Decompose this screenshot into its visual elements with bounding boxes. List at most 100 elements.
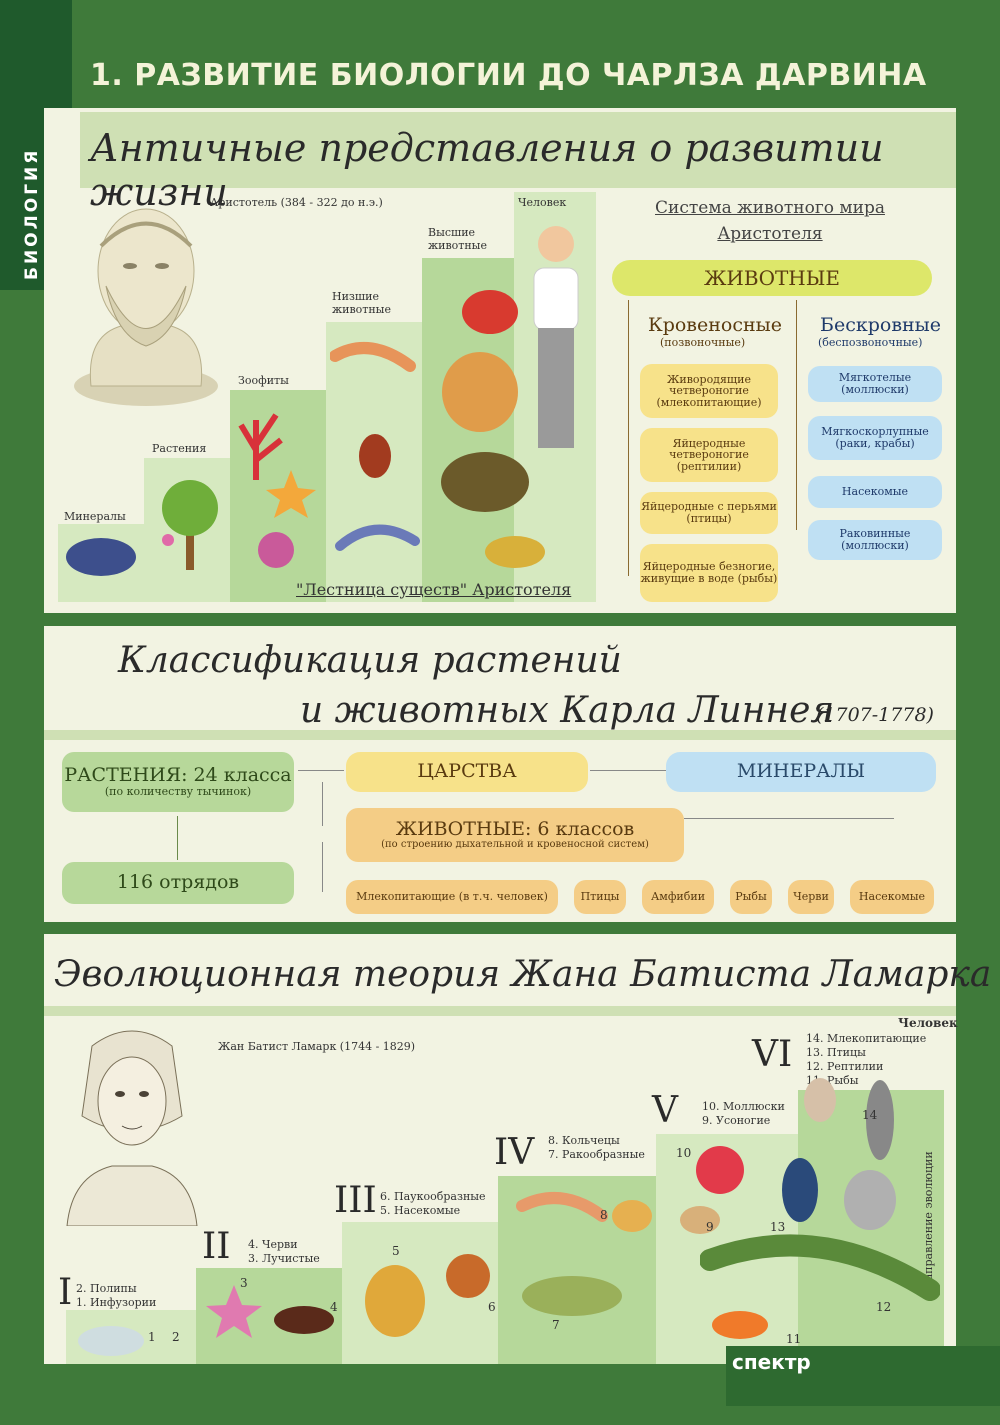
class-mammals: Млекопитающие (в т.ч. человек) — [346, 880, 558, 914]
level-III-roman: III — [334, 1180, 377, 1221]
level-II-roman: II — [202, 1226, 231, 1267]
specimen-number-11: 11 — [786, 1332, 802, 1346]
connector-kingdoms-minerals — [590, 770, 666, 771]
infusoria-illustration — [78, 1326, 144, 1356]
level-IV-item-7: 7. Ракообразные — [548, 1148, 645, 1161]
starfish-illustration — [204, 1280, 334, 1350]
level-V-item-9: 9. Усоногие — [702, 1114, 771, 1127]
plants-label: РАСТЕНИЯ: 24 класса — [64, 764, 292, 787]
connector-bloodless — [796, 300, 797, 530]
lower-animals-illustration — [329, 336, 420, 566]
specimen-number-1: 1 — [148, 1330, 156, 1344]
connector-kingdoms-plants — [298, 770, 344, 771]
specimen-number-7: 7 — [552, 1318, 560, 1332]
connector-animals-classes — [684, 818, 894, 819]
class-fish: Рыбы — [730, 880, 772, 914]
bloodless-item-molluscs: Мягкотелые (моллюски) — [808, 366, 942, 402]
level-I-item-2: 2. Полипы — [76, 1282, 137, 1295]
plant-illustration — [160, 470, 220, 570]
specimen-number-3: 3 — [240, 1276, 248, 1290]
ladder-caption: "Лестница существ" Аристотеля — [296, 580, 572, 599]
aristotle-label: Аристотель (384 - 322 до н.э.) — [210, 196, 383, 209]
level-VI-roman: VI — [752, 1034, 793, 1075]
level-II-item-3: 3. Лучистые — [248, 1252, 320, 1265]
section2-title-band — [44, 730, 956, 740]
level-VI-item-13: 13. Птицы — [806, 1046, 866, 1059]
human-illustration — [520, 220, 592, 460]
lamarck-label: Жан Батист Ламарк (1744 - 1829) — [218, 1040, 416, 1053]
blood-item-mammals: Живородящие четвероногие (млекопитающие) — [640, 364, 778, 418]
blood-item-birds: Яйцеродные с перьями (птицы) — [640, 492, 778, 534]
specimen-number-2: 2 — [172, 1330, 180, 1344]
bloodless-item-insects: Насекомые — [808, 476, 942, 508]
bloodless-item-crustaceans: Мягкоскорлупные (раки, крабы) — [808, 416, 942, 460]
lamarck-portrait — [52, 1026, 212, 1227]
crustaceans-illustration — [512, 1186, 652, 1346]
specimen-number-5: 5 — [392, 1244, 400, 1258]
level-III-item-6: 6. Паукообразные — [380, 1190, 486, 1203]
level-III-item-5: 5. Насекомые — [380, 1204, 461, 1217]
level-V-roman: V — [652, 1090, 678, 1131]
level-VI-item-12: 12. Рептилии — [806, 1060, 884, 1073]
bloodless-head: Бескровные — [820, 314, 942, 336]
class-birds: Птицы — [574, 880, 626, 914]
specimen-number-9: 9 — [706, 1220, 714, 1234]
level-I-item-1: 1. Инфузории — [76, 1296, 157, 1309]
blood-item-fish: Яйцеродные безногие, живущие в воде (рыб… — [640, 544, 778, 602]
blood-head: Кровеносные — [648, 314, 783, 336]
system-title: Система животного мира Аристотеля — [655, 198, 885, 244]
publisher-box — [726, 1346, 1000, 1406]
connector-kingdoms-animals — [322, 782, 323, 826]
level-V-item-10: 10. Моллюски — [702, 1100, 785, 1113]
level-IV-roman: IV — [494, 1132, 535, 1173]
specimen-number-4: 4 — [330, 1300, 338, 1314]
bloodless-item-shellfish: Раковинные (моллюски) — [808, 520, 942, 560]
section3-title: Эволюционная теория Жана Батиста Ламарка — [54, 954, 992, 995]
class-insects: Насекомые — [850, 880, 934, 914]
plants-box: РАСТЕНИЯ: 24 класса (по количеству тычин… — [62, 752, 294, 812]
blood-item-reptiles: Яйцеродные четвероногие (рептилии) — [640, 428, 778, 482]
connector-left-classes — [322, 842, 323, 892]
vertebrates-illustration — [699, 1060, 941, 1350]
section1-title: Античные представления о развитии жизни — [90, 126, 884, 214]
blood-sub: (позвоночные) — [660, 336, 746, 349]
specimen-number-8: 8 — [600, 1208, 608, 1222]
human-label: Человек — [898, 1016, 958, 1030]
kingdoms-box: ЦАРСТВА — [346, 752, 588, 792]
ladder-label-zoophytes: Зоофиты — [238, 374, 289, 387]
specimen-number-14: 14 — [862, 1108, 878, 1122]
main-title: 1. РАЗВИТИЕ БИОЛОГИИ ДО ЧАРЛЗА ДАРВИНА — [90, 58, 927, 93]
plants-sub: (по количеству тычинок) — [104, 785, 252, 799]
ladder-label-lower-animals: Низшие животные — [332, 290, 391, 316]
specimen-number-6: 6 — [488, 1300, 496, 1314]
level-IV-item-8: 8. Кольчецы — [548, 1134, 620, 1147]
ladder-label-minerals: Минералы — [64, 510, 126, 523]
bloodless-sub: (беспозвоночные) — [818, 336, 923, 349]
specimen-number-12: 12 — [876, 1300, 892, 1314]
ladder-label-higher-animals: Высшие животные — [428, 226, 487, 252]
section3-title-band — [44, 1006, 956, 1016]
ladder-label-human: Человек — [518, 196, 567, 209]
higher-animals-illustration — [420, 262, 550, 572]
orders-box: 116 отрядов — [62, 862, 294, 904]
animals-classes-sub: (по строению дыхательной и кровеносной с… — [381, 838, 649, 850]
level-II-item-4: 4. Черви — [248, 1238, 298, 1251]
ladder-label-plants: Растения — [152, 442, 207, 455]
mollusc-illustration — [680, 1140, 790, 1240]
section1-title-band — [80, 112, 956, 188]
specimen-number-10: 10 — [676, 1146, 692, 1160]
animals-classes-label: ЖИВОТНЫЕ: 6 классов — [395, 817, 635, 840]
connector-blood — [628, 300, 629, 576]
coral-illustration — [236, 400, 316, 570]
aristotle-portrait — [66, 196, 226, 406]
level-VI-item-14: 14. Млекопитающие — [806, 1032, 927, 1045]
connector-plants-orders — [177, 816, 178, 860]
insects-illustration — [350, 1236, 500, 1346]
animals-classes-box: ЖИВОТНЫЕ: 6 классов (по строению дыхател… — [346, 808, 684, 862]
mineral-illustration — [66, 538, 136, 576]
publisher-logo: спектр — [732, 1350, 811, 1374]
specimen-number-13: 13 — [770, 1220, 786, 1234]
class-worms: Черви — [788, 880, 834, 914]
section2-title-line1: Классификация растений — [118, 640, 622, 681]
section2-years: (1707-1778) — [816, 704, 934, 726]
